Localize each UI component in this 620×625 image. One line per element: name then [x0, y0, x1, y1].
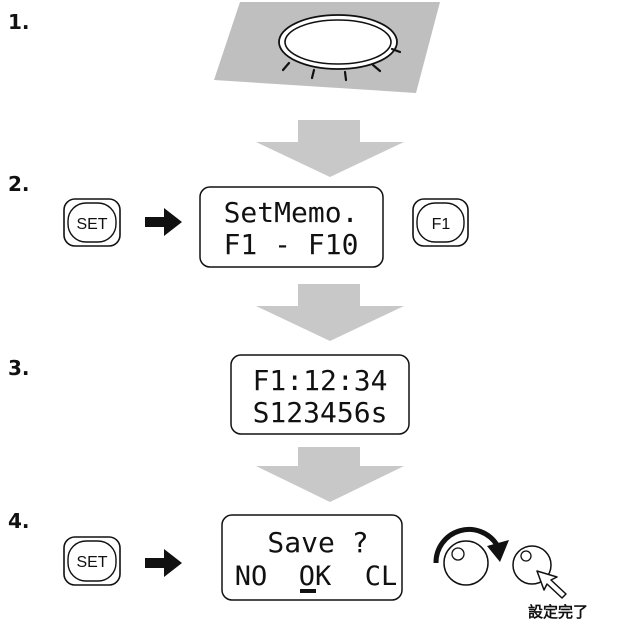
set-button[interactable]: SET	[63, 198, 121, 247]
right-arrow-icon	[145, 208, 182, 236]
lcd-line-2: F1 - F10	[224, 228, 359, 261]
flashing-lamp-icon	[214, 2, 440, 93]
lamp-inner-ring	[284, 19, 392, 65]
lcd-line-1: F1:12:34	[253, 364, 388, 397]
rotation-arrow-head	[487, 540, 509, 562]
set-button-label: SET	[76, 554, 107, 571]
light-ray-marks	[281, 47, 402, 82]
cursor-underline	[300, 589, 316, 593]
lcd-display-memory: F1:12:34 S123456s	[230, 354, 410, 435]
option-ok: OK	[299, 561, 332, 592]
lcd-display-setmemo: SetMemo. F1 - F10	[199, 186, 384, 268]
f1-button[interactable]: F1	[412, 198, 469, 247]
rotate-dial-icon[interactable]	[433, 526, 509, 586]
lcd-line-1: SetMemo.	[224, 196, 359, 229]
lcd-save-prompt: Save ?	[267, 526, 368, 559]
flow-arrow-1	[256, 120, 404, 177]
flow-arrow-2	[256, 284, 404, 341]
completion-caption: 設定完了	[528, 603, 588, 621]
pointer-arrow-icon	[536, 570, 567, 599]
lcd-display-save: Save ? NO OK CL	[221, 514, 403, 601]
step-1-number: 1.	[8, 10, 30, 34]
option-cl: CL	[365, 561, 398, 592]
option-no: NO	[235, 561, 268, 592]
set-button[interactable]: SET	[63, 536, 121, 586]
lcd-line-2: S123456s	[253, 396, 388, 429]
set-button-label: SET	[76, 216, 107, 233]
rotation-arrow	[433, 526, 500, 564]
flow-arrow-3	[256, 447, 404, 502]
right-arrow-icon	[145, 549, 182, 577]
step-3-number: 3.	[8, 356, 30, 380]
step-2-number: 2.	[8, 172, 30, 196]
step-4-number: 4.	[8, 509, 30, 533]
f1-button-label: F1	[432, 216, 451, 233]
